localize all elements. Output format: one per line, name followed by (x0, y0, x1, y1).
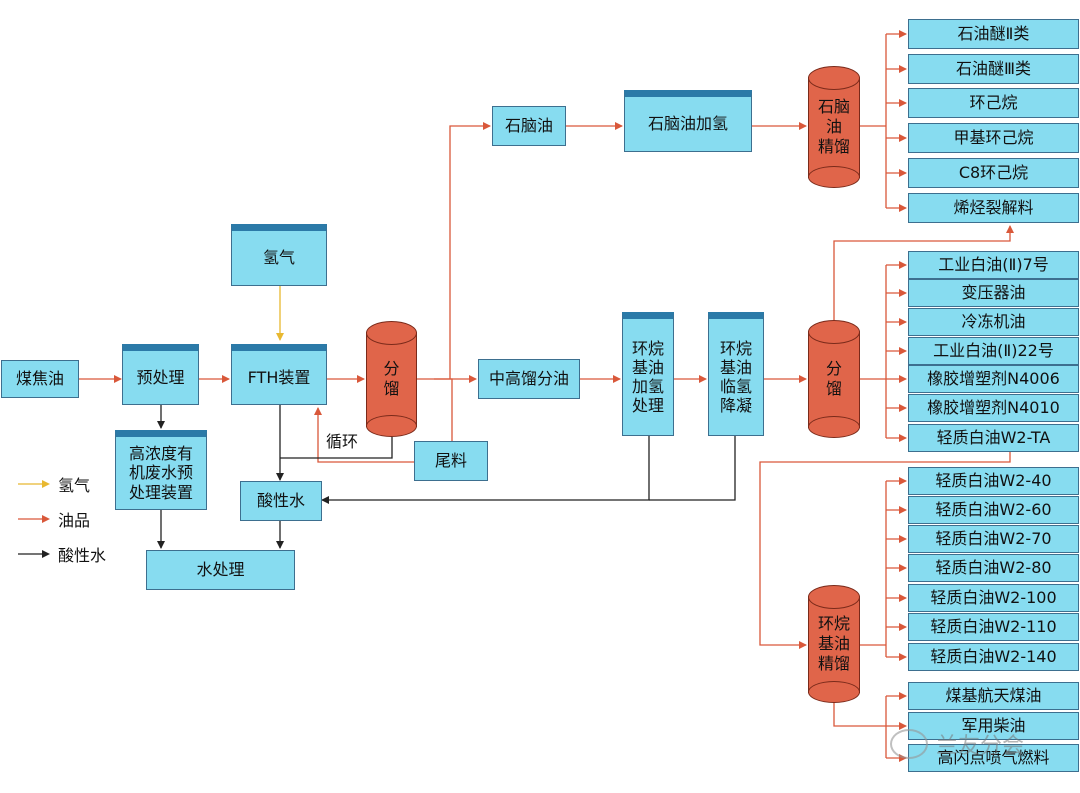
product-box: 石油醚Ⅱ类 (908, 19, 1079, 49)
product-box: 轻质白油W2-140 (908, 643, 1079, 671)
product-box: 轻质白油W2-60 (908, 496, 1079, 524)
product-box: 橡胶增塑剂N4010 (908, 394, 1079, 422)
product-box: 工业白油(Ⅱ)22号 (908, 337, 1079, 365)
fractionator-1-label: 分 馏 (383, 359, 400, 398)
product-box: C8环己烷 (908, 158, 1079, 188)
naphtha-hydro-node: 石脑油加氢 (624, 90, 752, 152)
fth-unit-node: FTH装置 (231, 344, 327, 405)
fractionator-2-tank: 分 馏 (808, 320, 860, 438)
mid-high-distillate-node: 中高馏分油 (478, 359, 580, 399)
hydrogen-node: 氢气 (231, 224, 327, 286)
recycle-label: 循环 (326, 432, 359, 451)
naphthenic-distillation-label: 环烷 基油 精馏 (817, 614, 850, 673)
water-treatment-node: 水处理 (146, 550, 295, 590)
product-box: 轻质白油W2-110 (908, 613, 1079, 641)
legend-hydrogen-label: 氢气 (58, 476, 91, 495)
naphtha-node: 石脑油 (492, 106, 566, 146)
watermark: 兰友分会 (890, 728, 1024, 760)
product-box: 轻质白油W2-80 (908, 554, 1079, 582)
naphthenic-distillation-tank: 环烷 基油 精馏 (808, 585, 860, 703)
fractionator-2-label: 分 馏 (825, 359, 842, 398)
watermark-text: 兰友分会 (936, 734, 1025, 759)
product-box: 轻质白油W2-TA (908, 424, 1079, 452)
wastewater-pretreat-node: 高浓度有 机废水预 处理装置 (115, 430, 207, 510)
oil-arrow-icon (18, 515, 50, 523)
pretreatment-node: 预处理 (122, 344, 199, 405)
hydrogen-arrow-icon (18, 480, 50, 488)
product-box: 煤基航天煤油 (908, 682, 1079, 710)
product-box: 工业白油(Ⅱ)7号 (908, 251, 1079, 279)
legend-acid-water: 酸性水 (18, 542, 106, 566)
tail-node: 尾料 (414, 441, 488, 481)
product-box: 变压器油 (908, 279, 1079, 307)
acid-water-arrow-icon (18, 550, 50, 558)
legend-oil: 油品 (18, 507, 90, 531)
product-box: 甲基环己烷 (908, 123, 1079, 153)
product-box: 冷冻机油 (908, 308, 1079, 336)
product-box: 军用柴油 (908, 712, 1079, 740)
legend-oil-label: 油品 (58, 511, 91, 530)
coal-tar-node: 煤焦油 (1, 360, 79, 398)
product-box: 轻质白油W2-70 (908, 525, 1079, 553)
product-box: 高闪点喷气燃料 (908, 744, 1079, 772)
legend-hydrogen: 氢气 (18, 472, 90, 496)
product-box: 轻质白油W2-100 (908, 584, 1079, 612)
wechat-icon (890, 729, 928, 759)
fractionator-1-tank: 分 馏 (366, 321, 417, 437)
product-box: 橡胶增塑剂N4006 (908, 365, 1079, 393)
naphthenic-hydrotreat-node: 环烷 基油 加氢 处理 (622, 312, 674, 436)
acid-water-node: 酸性水 (240, 481, 322, 521)
legend-acid-water-label: 酸性水 (58, 546, 107, 565)
product-box: 环己烷 (908, 88, 1079, 118)
naphtha-distillation-label: 石脑 油 精馏 (817, 97, 850, 156)
product-box: 烯烃裂解料 (908, 193, 1079, 223)
product-box: 石油醚Ⅲ类 (908, 54, 1079, 84)
naphthenic-dewax-node: 环烷 基油 临氢 降凝 (708, 312, 764, 436)
naphtha-distillation-tank: 石脑 油 精馏 (808, 66, 860, 188)
product-box: 轻质白油W2-40 (908, 467, 1079, 495)
